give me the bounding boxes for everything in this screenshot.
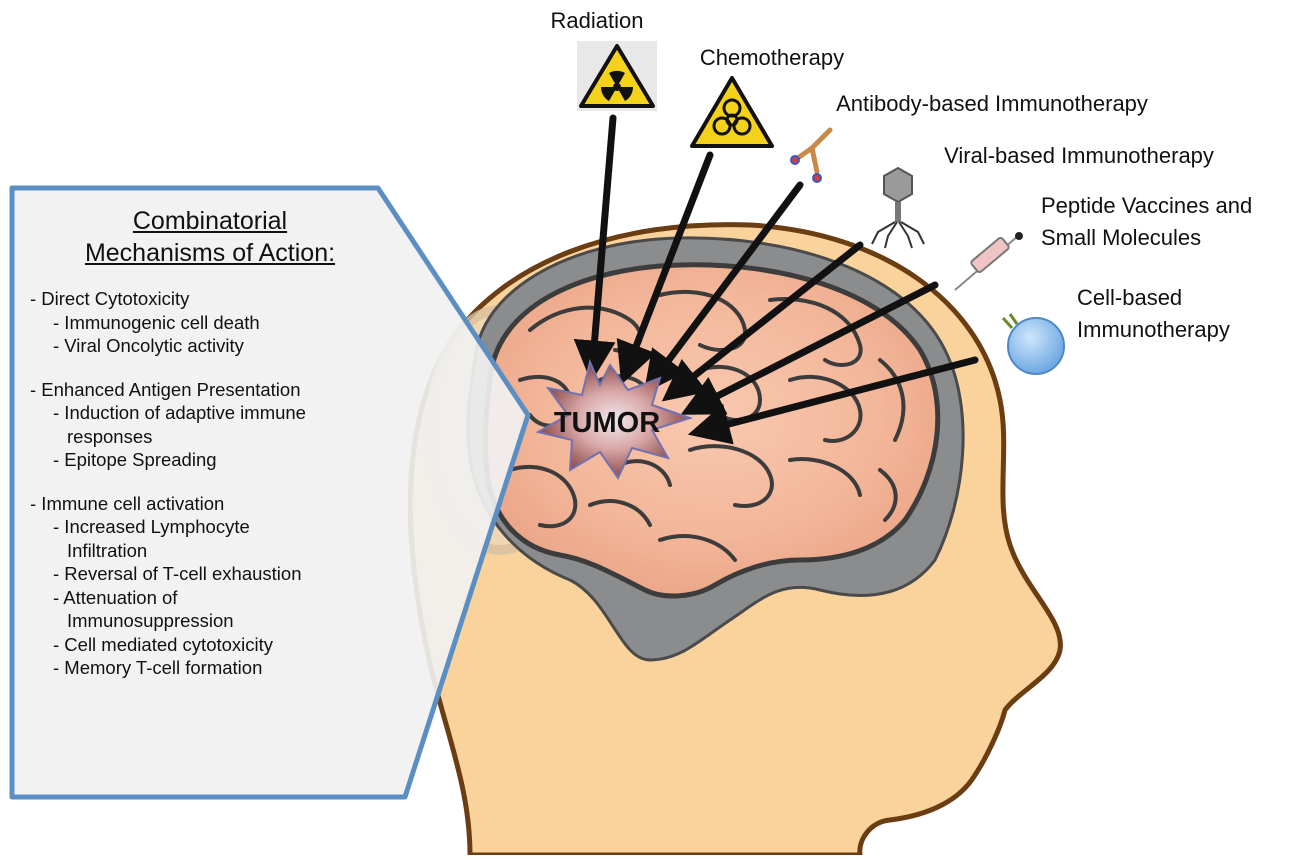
- antibody-icon: [791, 130, 830, 182]
- mechanism-heading: - Enhanced Antigen Presentation: [30, 378, 400, 402]
- syringe-icon: [955, 232, 1023, 290]
- mechanism-item: - Viral Oncolytic activity: [53, 334, 400, 358]
- mechanisms-text: Combinatorial Mechanisms of Action: - Di…: [30, 205, 400, 700]
- mechanism-heading: - Immune cell activation: [30, 492, 400, 516]
- bacteriophage-icon: [872, 168, 924, 248]
- radiation-hazard-icon: [577, 41, 657, 111]
- mechanism-item: - Memory T-cell formation: [53, 656, 400, 680]
- label-viral: Viral-based Immunotherapy: [944, 143, 1214, 168]
- label-cell-line1: Cell-based: [1077, 285, 1182, 310]
- biohazard-icon: [692, 78, 772, 146]
- immune-cell-icon: [1003, 314, 1064, 374]
- label-peptide-line2: Small Molecules: [1041, 225, 1201, 250]
- mechanism-heading: - Direct Cytotoxicity: [30, 287, 400, 311]
- mechanism-group-cytotoxicity: - Direct Cytotoxicity - Immunogenic cell…: [30, 287, 400, 358]
- label-chemotherapy: Chemotherapy: [700, 45, 844, 70]
- panel-title: Combinatorial Mechanisms of Action:: [40, 205, 380, 269]
- panel-title-line2: Mechanisms of Action:: [40, 237, 380, 269]
- label-antibody: Antibody-based Immunotherapy: [836, 91, 1148, 116]
- mechanism-item: - Induction of adaptive immune responses: [53, 401, 377, 448]
- tumor-label: TUMOR: [554, 407, 660, 439]
- mechanism-item: - Attenuation of Immunosuppression: [53, 586, 297, 633]
- mechanism-item: - Reversal of T-cell exhaustion: [53, 562, 400, 586]
- label-cell-line2: Immunotherapy: [1077, 317, 1230, 342]
- label-peptide-line1: Peptide Vaccines and: [1041, 193, 1252, 218]
- mechanism-group-antigen: - Enhanced Antigen Presentation - Induct…: [30, 378, 400, 472]
- mechanism-item: - Epitope Spreading: [53, 448, 400, 472]
- label-radiation: Radiation: [551, 8, 644, 33]
- mechanism-item: - Cell mediated cytotoxicity: [53, 633, 400, 657]
- mechanism-group-immune: - Immune cell activation - Increased Lym…: [30, 492, 400, 680]
- mechanism-item: - Increased Lymphocyte Infiltration: [53, 515, 327, 562]
- panel-title-line1: Combinatorial: [40, 205, 380, 237]
- mechanism-item: - Immunogenic cell death: [53, 311, 400, 335]
